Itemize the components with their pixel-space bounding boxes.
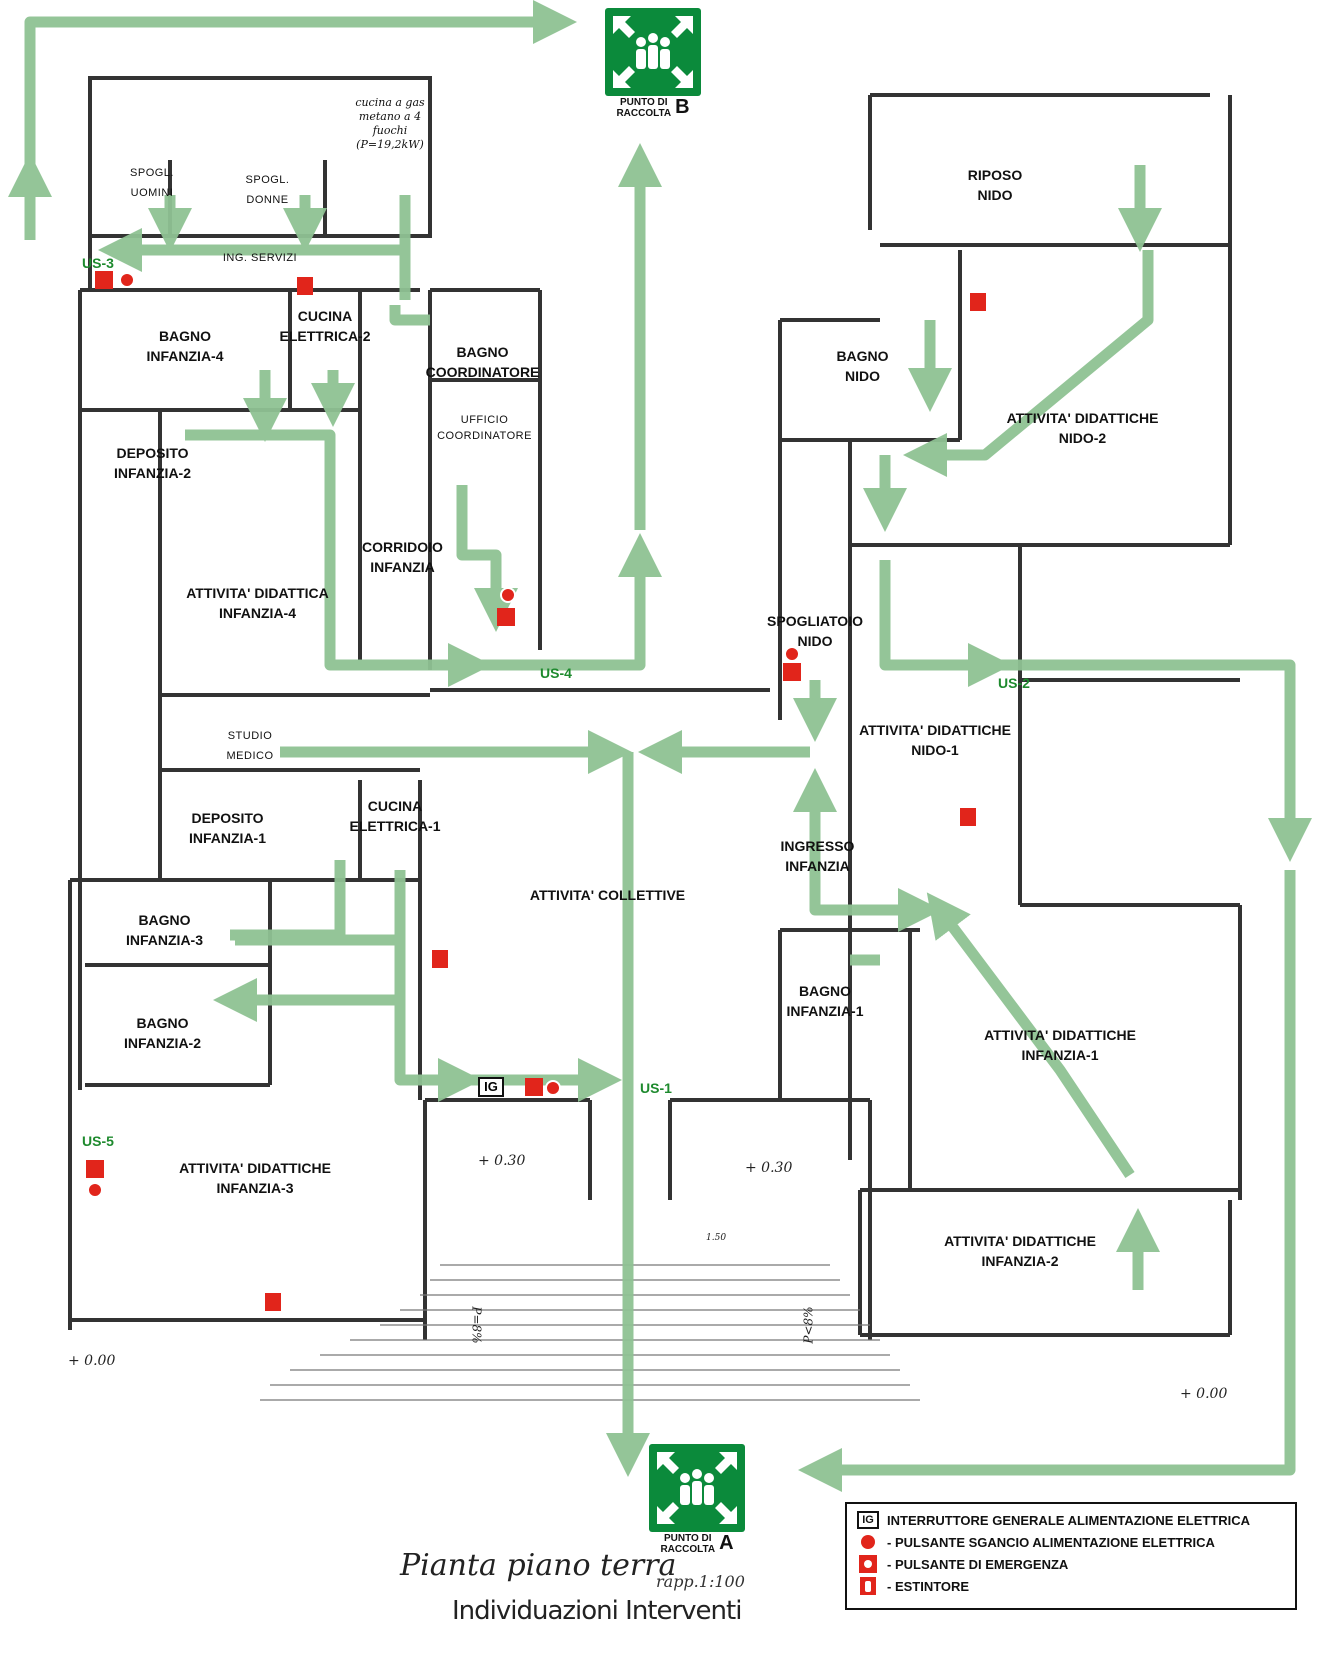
assembly-point-letter: A <box>719 1532 734 1554</box>
kitchen-note: cucina a gas metano a 4 fuochi (P=19,2kW… <box>355 96 425 151</box>
exit-us-5: US-5 <box>82 1133 114 1149</box>
room-cucina-elettrica-1: CUCINA ELETTRICA-1 <box>349 798 441 834</box>
dimension-label: 1.50 <box>706 1233 727 1243</box>
room-attivita-didattica-infanzia-4: ATTIVITA' DIDATTICA INFANZIA-4 <box>186 585 329 621</box>
room-ingresso-infanzia: INGRESSO INFANZIA <box>780 838 855 874</box>
emergency-button-icon <box>857 1555 879 1573</box>
legend-text: - PULSANTE SGANCIO ALIMENTAZIONE ELETTRI… <box>887 1534 1215 1550</box>
assembly-point-b: PUNTO DI RACCOLTA B <box>603 8 703 119</box>
ig-icon: IG <box>857 1511 879 1529</box>
legend-row: - PULSANTE DI EMERGENZA <box>857 1554 1068 1574</box>
exit-us-2: US-2 <box>998 675 1030 691</box>
room-studio-medico: STUDIO MEDICO <box>226 730 274 762</box>
legend-text: - PULSANTE DI EMERGENZA <box>887 1556 1069 1572</box>
room-deposito-infanzia-2: DEPOSITO INFANZIA-2 <box>114 445 191 481</box>
room-bagno-infanzia-2: BAGNO INFANZIA-2 <box>124 1015 201 1051</box>
assembly-point-label: PUNTO DI RACCOLTA <box>660 1532 716 1555</box>
level-label: + 0.30 <box>745 1160 793 1176</box>
exit-us-3: US-3 <box>82 255 114 271</box>
extinguisher-symbols <box>265 277 986 1311</box>
legend: IG INTERRUTTORE GENERALE ALIMENTAZIONE E… <box>845 1502 1297 1610</box>
evacuation-routes <box>8 0 1312 1492</box>
room-bagno-infanzia-3: BAGNO INFANZIA-3 <box>126 912 203 948</box>
slope-label: P=8% <box>469 1306 484 1344</box>
room-bagno-nido: BAGNO NIDO <box>836 348 889 384</box>
assembly-point-icon <box>605 8 701 96</box>
emergency-button-symbols <box>86 271 801 1178</box>
assembly-point-a: PUNTO DI RACCOLTA A <box>647 1444 747 1555</box>
room-spogl-donne: SPOGL. DONNE <box>245 174 290 206</box>
level-label: + 0.30 <box>478 1153 526 1169</box>
room-corridoio-infanzia: CORRIDOIO INFANZIA <box>362 539 443 575</box>
legend-text: INTERRUTTORE GENERALE ALIMENTAZIONE ELET… <box>887 1512 1251 1528</box>
drawing-subtitle: Individuazioni Interventi <box>452 1596 742 1626</box>
exit-us-4: US-4 <box>540 665 572 681</box>
legend-text: - ESTINTORE <box>887 1578 970 1594</box>
legend-row: IG INTERRUTTORE GENERALE ALIMENTAZIONE E… <box>857 1510 1250 1530</box>
room-attivita-didattiche-infanzia-2: ATTIVITA' DIDATTICHE INFANZIA-2 <box>944 1233 1096 1269</box>
room-deposito-infanzia-1: DEPOSITO INFANZIA-1 <box>189 810 266 846</box>
room-attivita-collettive: ATTIVITA' COLLETTIVE <box>529 887 686 903</box>
room-attivita-didattiche-nido-1: ATTIVITA' DIDATTICHE NIDO-1 <box>859 722 1011 758</box>
room-ufficio-coordinatore: UFFICIO COORDINATORE <box>437 414 532 442</box>
extinguisher-icon <box>857 1577 879 1595</box>
room-bagno-infanzia-1: BAGNO INFANZIA-1 <box>786 983 864 1019</box>
assembly-point-label: PUNTO DI RACCOLTA <box>616 96 672 119</box>
level-label: + 0.00 <box>1180 1386 1228 1402</box>
drawing-title: Pianta piano terra <box>400 1548 677 1583</box>
room-attivita-didattiche-nido-2: ATTIVITA' DIDATTICHE NIDO-2 <box>1006 410 1159 446</box>
power-cut-button-symbols <box>87 272 800 1198</box>
room-ing-servizi: ING. SERVIZI <box>222 252 298 264</box>
room-bagno-infanzia-4: BAGNO INFANZIA-4 <box>146 328 224 364</box>
room-cucina-elettrica-2: CUCINA ELETTRICA-2 <box>279 308 371 344</box>
slope-label: P<8% <box>801 1306 816 1344</box>
room-spogl-uomini: SPOGL. UOMINI <box>130 167 174 199</box>
room-attivita-didattiche-infanzia-1: ATTIVITA' DIDATTICHE INFANZIA-1 <box>984 1027 1136 1063</box>
room-attivita-didattiche-infanzia-3: ATTIVITA' DIDATTICHE INFANZIA-3 <box>179 1160 331 1196</box>
walls <box>68 76 1242 1340</box>
room-spogliatoio-nido: SPOGLIATOIO NIDO <box>767 613 863 649</box>
scale-label: rapp.1:100 <box>656 1572 745 1591</box>
room-bagno-coordinatore: BAGNO COORDINATORE <box>425 344 540 380</box>
ramp-hatching <box>260 1264 920 1401</box>
legend-row: - PULSANTE SGANCIO ALIMENTAZIONE ELETTRI… <box>857 1532 1215 1552</box>
assembly-point-icon <box>649 1444 745 1532</box>
red-dot-icon <box>857 1533 879 1551</box>
room-riposo-nido: RIPOSO NIDO <box>967 167 1023 203</box>
exit-us-1: US-1 <box>640 1080 672 1096</box>
ig-marker: IG <box>478 1077 504 1097</box>
assembly-point-letter: B <box>675 96 690 118</box>
level-label: + 0.00 <box>68 1353 116 1369</box>
legend-row: - ESTINTORE <box>857 1576 969 1596</box>
